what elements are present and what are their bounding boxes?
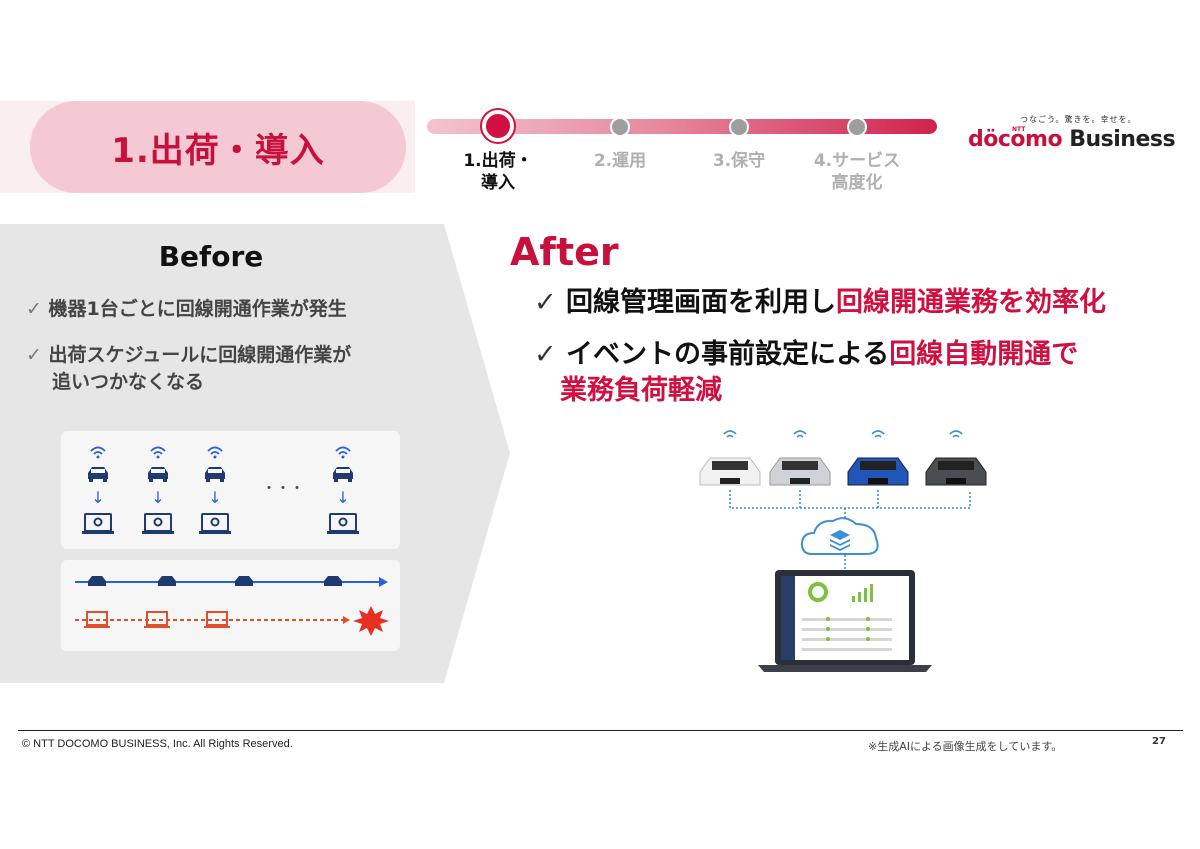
progress-step-3: 3.保守	[712, 151, 766, 171]
device-column: ↓	[141, 446, 175, 535]
per-device-card: ↓ ↓ ↓ ↓ ・・・	[61, 431, 400, 549]
ellipsis: ・・・	[262, 481, 304, 497]
after-title: After	[510, 230, 619, 274]
progress-step-2: 2.運用	[593, 151, 647, 171]
before-item-2-line2: 追いつかなくなる	[52, 371, 205, 393]
check-icon: ✓	[26, 344, 42, 366]
car-icon	[324, 576, 342, 586]
svg-text:↓: ↓	[91, 488, 104, 507]
laptop-icon	[84, 611, 110, 628]
device-column: ↓	[326, 446, 360, 535]
page-number: 27	[1152, 736, 1166, 747]
footer-rule	[18, 730, 1183, 731]
progress-dot	[847, 117, 867, 137]
device-column: ↓	[81, 446, 115, 535]
progress-dot-active	[482, 110, 514, 142]
logo-ntt: NTT	[1012, 126, 1026, 133]
before-item-1: ✓ 機器1台ごとに回線開通作業が発生	[26, 298, 347, 320]
progress-dot	[729, 117, 749, 137]
car-silver	[769, 457, 831, 486]
cloud-management-illustration	[699, 430, 987, 672]
layers-icon	[830, 530, 850, 551]
car-icon	[88, 576, 106, 586]
car-icon	[235, 576, 253, 586]
wifi-icon	[723, 430, 737, 438]
check-icon: ✓	[534, 287, 557, 318]
docomo-business-logo: döcomo Business	[968, 127, 1176, 152]
wifi-icon	[949, 430, 963, 438]
progress-step-1: 1.出荷・導入	[463, 151, 533, 193]
before-item-2: ✓ 出荷スケジュールに回線開通作業が	[26, 344, 352, 366]
car-dark	[925, 457, 987, 486]
cloud-icon	[800, 517, 879, 555]
after-item-2-line2: 業務負荷軽減	[560, 375, 722, 406]
laptop-icon	[144, 611, 170, 628]
check-icon: ✓	[26, 298, 42, 320]
svg-text:↓: ↓	[336, 488, 349, 507]
svg-text:↓: ↓	[208, 488, 221, 507]
explosion-icon	[353, 606, 389, 636]
svg-text:↓: ↓	[151, 488, 164, 507]
laptop-icon	[204, 611, 230, 628]
laptop-dashboard	[758, 570, 932, 672]
schedule-card	[61, 560, 400, 651]
progress-dot	[610, 117, 630, 137]
ai-image-note: ※生成AIによる画像生成をしています。	[868, 740, 1063, 753]
before-title: Before	[158, 240, 264, 273]
car-blue	[847, 457, 909, 486]
wifi-icon	[793, 430, 807, 438]
per-device-illustration: ↓ ↓ ↓ ↓ ・・・	[81, 446, 360, 535]
page-title: 1.出荷・導入	[111, 130, 325, 171]
after-item-2: ✓ イベントの事前設定による回線自動開通で	[534, 339, 1079, 370]
schedule-illustration	[75, 576, 389, 636]
copyright: © NTT DOCOMO BUSINESS, Inc. All Rights R…	[22, 738, 293, 750]
car-white	[699, 457, 761, 486]
section-title-pill: 1.出荷・導入	[30, 101, 406, 193]
progress-track	[427, 119, 937, 134]
after-item-1: ✓ 回線管理画面を利用し回線開通業務を効率化	[534, 287, 1107, 318]
wifi-icon	[871, 430, 885, 438]
progress-step-4: 4.サービス高度化	[813, 151, 901, 193]
device-column: ↓	[198, 446, 232, 535]
logo-tagline: つなごう。驚きを。幸せを。	[1020, 115, 1137, 124]
car-icon	[158, 576, 176, 586]
check-icon: ✓	[534, 339, 557, 370]
